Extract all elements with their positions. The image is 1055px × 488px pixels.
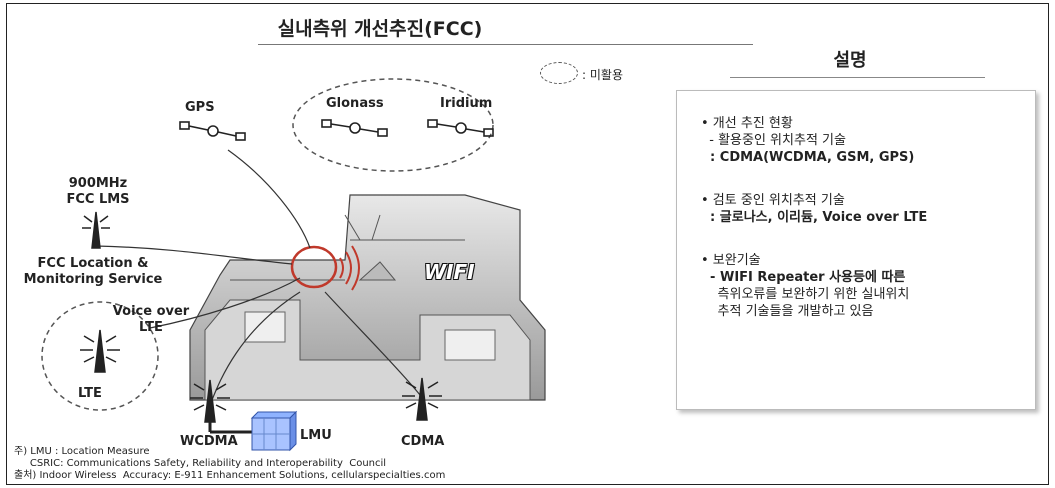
legend-dashed-ellipse-icon bbox=[540, 62, 578, 84]
iridium-label: Iridium bbox=[440, 96, 493, 111]
description-line: • 보완기술 bbox=[701, 253, 761, 268]
lms-label: 900MHz FCC LMS bbox=[64, 176, 132, 208]
glonass-label: Glonass bbox=[326, 96, 384, 111]
fcc-service-label-line1: FCC Location & bbox=[37, 256, 149, 271]
lms-link-line bbox=[95, 245, 293, 265]
description-line: 측위오류를 보완하기 위한 실내위치 bbox=[701, 287, 910, 302]
gps-link-line bbox=[227, 149, 311, 249]
lms-tower-icon bbox=[82, 211, 110, 249]
legend: : 미활용 bbox=[540, 62, 680, 86]
lte-label: LTE bbox=[78, 386, 102, 401]
lte-link-line bbox=[149, 277, 301, 329]
title-underline bbox=[258, 44, 753, 45]
footnote-lmu: 주) LMU : Location Measure bbox=[14, 446, 150, 457]
unused-lte-group-ellipse bbox=[41, 301, 159, 411]
description-line: • 개선 추진 현황 bbox=[701, 116, 793, 131]
footnote-csric: CSRIC: Communications Safety, Reliabilit… bbox=[14, 458, 387, 469]
repeater-highlight-circle bbox=[290, 245, 338, 289]
legend-label: : 미활용 bbox=[582, 68, 623, 82]
wifi-wave-icon bbox=[339, 245, 360, 291]
description-line: - WIFI Repeater 사용등에 따른 bbox=[701, 270, 906, 285]
description-box: • 개선 추진 현황 - 활용중인 위치추적 기술 : CDMA(WCDMA, … bbox=[676, 90, 1036, 410]
description-line: : 글로나스, 이리듐, Voice over LTE bbox=[701, 210, 928, 225]
lms-label-line2: FCC LMS bbox=[66, 192, 130, 207]
description-line: : CDMA(WCDMA, GSM, GPS) bbox=[701, 150, 915, 165]
lmu-box-icon bbox=[208, 410, 298, 452]
cdma-tower-icon bbox=[402, 377, 442, 421]
wcdma-link-line bbox=[211, 291, 301, 401]
page-title: 실내측위 개선추진(FCC) bbox=[277, 18, 483, 40]
unused-satellite-group-ellipse bbox=[292, 78, 494, 172]
building-icon bbox=[189, 194, 546, 401]
voice-over-lte-label: Voice over LTE bbox=[104, 304, 198, 336]
lms-label-line1: 900MHz bbox=[68, 176, 128, 191]
footnote-source: 출처) Indoor Wireless Accuracy: E-911 Enha… bbox=[14, 470, 446, 481]
description-section-current: • 개선 추진 현황 - 활용중인 위치추적 기술 : CDMA(WCDMA, … bbox=[701, 115, 1035, 166]
description-underline bbox=[730, 77, 985, 78]
lte-tower-icon bbox=[80, 329, 120, 373]
description-section-review: • 검토 중인 위치추적 기술 : 글로나스, 이리듐, Voice over … bbox=[701, 192, 1035, 226]
description-line: 추적 기술들을 개발하고 있음 bbox=[701, 304, 874, 319]
fcc-service-label: FCC Location & Monitoring Service bbox=[14, 256, 172, 288]
gps-satellite-icon bbox=[179, 121, 246, 141]
glonass-satellite-icon bbox=[321, 119, 388, 137]
description-section-supplement: • 보완기술 - WIFI Repeater 사용등에 따른 측위오류를 보완하… bbox=[701, 252, 1035, 320]
lmu-label: LMU bbox=[300, 428, 332, 443]
gps-label: GPS bbox=[185, 100, 215, 115]
wifi-label: WIFI bbox=[424, 260, 475, 284]
iridium-satellite-icon bbox=[427, 119, 494, 137]
cdma-label: CDMA bbox=[401, 434, 445, 449]
description-line: - 활용중인 위치추적 기술 bbox=[701, 133, 846, 148]
voice-over-lte-label-line2: LTE bbox=[139, 320, 163, 335]
description-line: • 검토 중인 위치추적 기술 bbox=[701, 193, 845, 208]
description-heading: 설명 bbox=[833, 50, 867, 71]
fcc-service-label-line2: Monitoring Service bbox=[23, 272, 163, 287]
voice-over-lte-label-line1: Voice over bbox=[112, 304, 190, 319]
wcdma-label: WCDMA bbox=[180, 434, 238, 449]
